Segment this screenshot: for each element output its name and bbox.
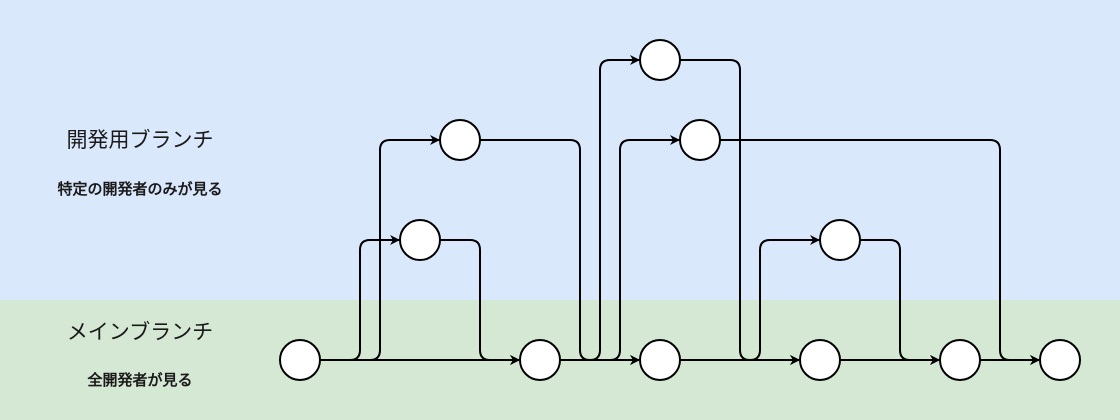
main-commit-node [519, 339, 561, 381]
main-branch-subtitle: 全開発者が見る [87, 371, 193, 389]
edge-m3-to-d5 [680, 235, 820, 361]
main-commit-node [1039, 339, 1081, 381]
main-branch-title: メインブランチ [66, 320, 214, 344]
main-commit-node [279, 339, 321, 381]
dev-branch-subtitle: 特定の開発者のみが見る [57, 180, 223, 198]
dev-commit-node [679, 119, 721, 161]
edge-m2-to-d4 [560, 135, 680, 361]
main-commit-node [939, 339, 981, 381]
main-commit-node [639, 339, 681, 381]
dev-commit-node [639, 39, 681, 81]
nodes-layer [279, 39, 1081, 381]
edge-d2-to-m3 [480, 139, 640, 365]
main-commit-node [799, 339, 841, 381]
edge-d1-to-m2 [440, 239, 520, 365]
edges-layer [320, 55, 1040, 365]
edge-m2-to-d3 [560, 55, 640, 361]
dev-branch-title: 開発用ブランチ [66, 128, 214, 152]
dev-commit-node [819, 219, 861, 261]
dev-commit-node [399, 219, 441, 261]
edge-m1-to-d1 [320, 235, 400, 361]
edge-m1-to-d2 [320, 135, 440, 361]
edge-d3-to-m4 [680, 59, 800, 365]
dev-commit-node [439, 119, 481, 161]
dev-branch-lane [0, 0, 1120, 300]
edge-d5-to-m5 [860, 239, 940, 365]
edge-d4-to-m6 [720, 139, 1040, 365]
